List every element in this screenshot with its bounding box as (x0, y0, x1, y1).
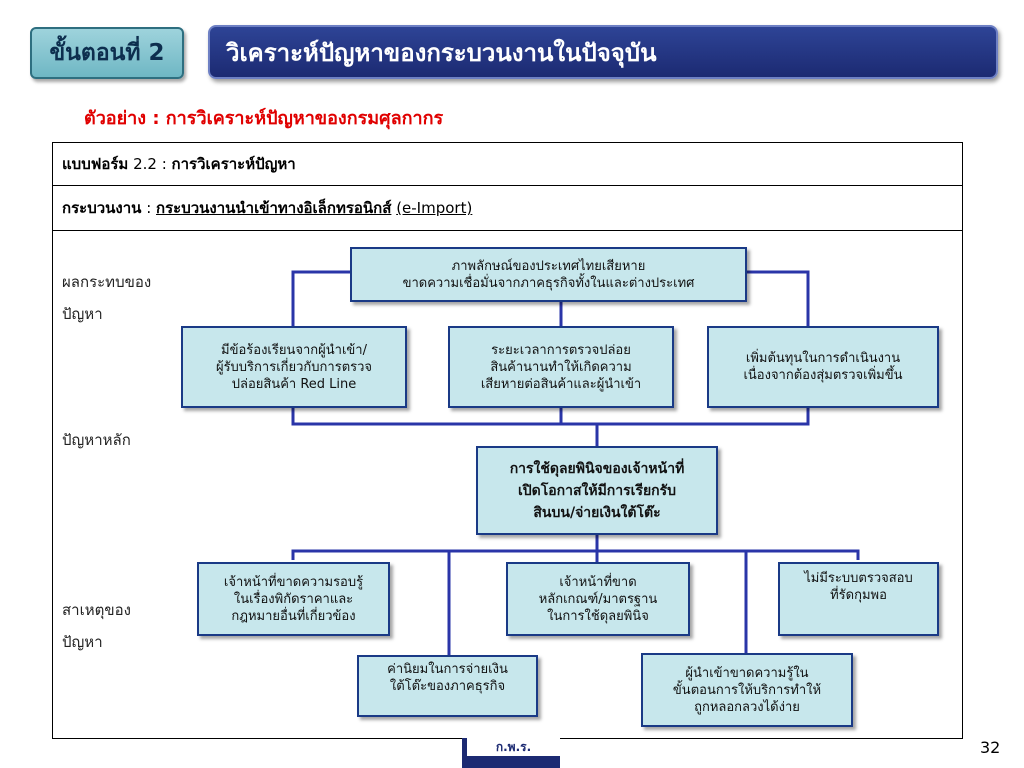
step-badge: ขั้นตอนที่ 2 (30, 27, 184, 79)
impact-box-3: เพิ่มต้นทุนในการดำเนินงาน เนื่องจากต้องส… (707, 326, 939, 408)
main-problem-line3: สินบน/จ่ายเงินใต้โต๊ะ (533, 504, 661, 521)
cause-box-1: เจ้าหน้าที่ขาดความรอบรู้ ในเรื่องพิกัดรา… (197, 562, 390, 636)
impact-2-line1: ระยะเวลาการตรวจปล่อย (491, 342, 631, 358)
label-main-problem: ปัญหาหลัก (62, 431, 131, 449)
label-cause-line1: สาเหตุของ (62, 601, 131, 619)
label-impact-line1: ผลกระทบของ (62, 273, 152, 291)
main-problem-line1: การใช้ดุลยพินิจของเจ้าหน้าที่ (509, 460, 685, 477)
impact-1-line1: มีข้อร้องเรียนจากผู้นำเข้า/ (221, 342, 367, 358)
impact-box-2: ระยะเวลาการตรวจปล่อย สินค้านานทำให้เกิดค… (448, 326, 674, 408)
cause-box-2: เจ้าหน้าที่ขาด หลักเกณฑ์/มาตรฐาน ในการใช… (506, 562, 690, 636)
impact-box-1: มีข้อร้องเรียนจากผู้นำเข้า/ ผู้รับบริการ… (181, 326, 407, 408)
process-code: (e-Import) (396, 199, 473, 217)
form-name: การวิเคราะห์ปัญหา (171, 154, 296, 173)
connector-impacts-bottom (291, 408, 810, 426)
logo-text: ก.พ.ร. (495, 740, 532, 754)
cause-box-3: ไม่มีระบบตรวจสอบ ที่รัดกุมพอ (778, 562, 939, 636)
connector-top-right (746, 270, 810, 326)
label-impact-line2: ปัญหา (62, 305, 103, 323)
cause-4-line2: ใต้โต๊ะของภาคธุรกิจ (389, 679, 506, 694)
cause-3-line1: ไม่มีระบบตรวจสอบ (804, 571, 913, 586)
slide-title: วิเคราะห์ปัญหาของกระบวนงานในปัจจุบัน (208, 25, 998, 79)
cause-1-line1: เจ้าหน้าที่ขาดความรอบรู้ (223, 574, 364, 590)
label-impact: ผลกระทบของ ปัญหา (62, 266, 151, 330)
cause-4-line1: ค่านิยมในการจ่ายเงิน (387, 662, 508, 677)
form-header-row: แบบฟอร์ม 2.2 : การวิเคราะห์ปัญหา (52, 142, 963, 186)
cause-box-4: ค่านิยมในการจ่ายเงิน ใต้โต๊ะของภาคธุรกิจ (357, 655, 538, 717)
process-row: กระบวนงาน : กระบวนงานนำเข้าทางอิเล็กทรอน… (52, 186, 963, 231)
impact-3-line1: เพิ่มต้นทุนในการดำเนินงาน (745, 351, 901, 366)
impact-2-line2: สินค้านานทำให้เกิดความ (490, 359, 632, 375)
form-label: แบบฟอร์ม (62, 154, 129, 173)
page-number: 32 (980, 738, 1001, 757)
main-problem-box: การใช้ดุลยพินิจของเจ้าหน้าที่ เปิดโอกาสใ… (476, 446, 718, 535)
process-separator: : (146, 199, 152, 217)
label-cause: สาเหตุของ ปัญหา (62, 594, 131, 658)
main-problem-line2: เปิดโอกาสให้มีการเรียกรับ (517, 482, 677, 499)
logo-strip (467, 756, 560, 768)
cause-5-line3: ถูกหลอกลวงได้ง่าย (694, 699, 800, 715)
impact-top-line2: ขาดความเชื่อมั่นจากภาคธุรกิจทั้งในและต่า… (402, 275, 695, 291)
example-subtitle: ตัวอย่าง : การวิเคราะห์ปัญหาของกรมศุลกาก… (84, 108, 444, 129)
cause-1-line3: กฎหมายอื่นที่เกี่ยวข้อง (231, 608, 356, 624)
cause-2-line3: ในการใช้ดุลยพินิจ (547, 608, 649, 624)
process-label: กระบวนงาน (62, 199, 142, 217)
cause-2-line2: หลักเกณฑ์/มาตรฐาน (538, 591, 658, 607)
impact-2-line3: เสียหายต่อสินค้าและผู้นำเข้า (480, 376, 642, 392)
cause-3-line2: ที่รัดกุมพอ (830, 588, 887, 603)
process-name: กระบวนงานนำเข้าทางอิเล็กทรอนิกส์ (156, 199, 392, 217)
cause-box-5: ผู้นำเข้าขาดความรู้ใน ขั้นตอนการให้บริกา… (641, 653, 853, 727)
impact-1-line3: ปล่อยสินค้า Red Line (231, 376, 357, 392)
impact-top-box: ภาพลักษณ์ของประเทศไทยเสียหาย ขาดความเชื่… (350, 247, 747, 302)
cause-2-line1: เจ้าหน้าที่ขาด (559, 574, 637, 590)
impact-top-line1: ภาพลักษณ์ของประเทศไทยเสียหาย (451, 258, 646, 274)
cause-1-line2: ในเรื่องพิกัดราคาและ (233, 591, 354, 607)
connector-top (291, 270, 350, 326)
form-number: 2.2 : (133, 154, 167, 173)
impact-3-line2: เนื่องจากต้องสุ่มตรวจเพิ่มขึ้น (743, 368, 903, 383)
connector-causes-bar (291, 549, 860, 560)
label-cause-line2: ปัญหา (62, 633, 103, 651)
cause-5-line1: ผู้นำเข้าขาดความรู้ใน (685, 665, 809, 681)
impact-1-line2: ผู้รับบริการเกี่ยวกับการตรวจ (215, 359, 373, 375)
cause-5-line2: ขั้นตอนการให้บริการทำให้ (672, 682, 822, 698)
opdc-logo: ก.พ.ร. (462, 738, 560, 768)
